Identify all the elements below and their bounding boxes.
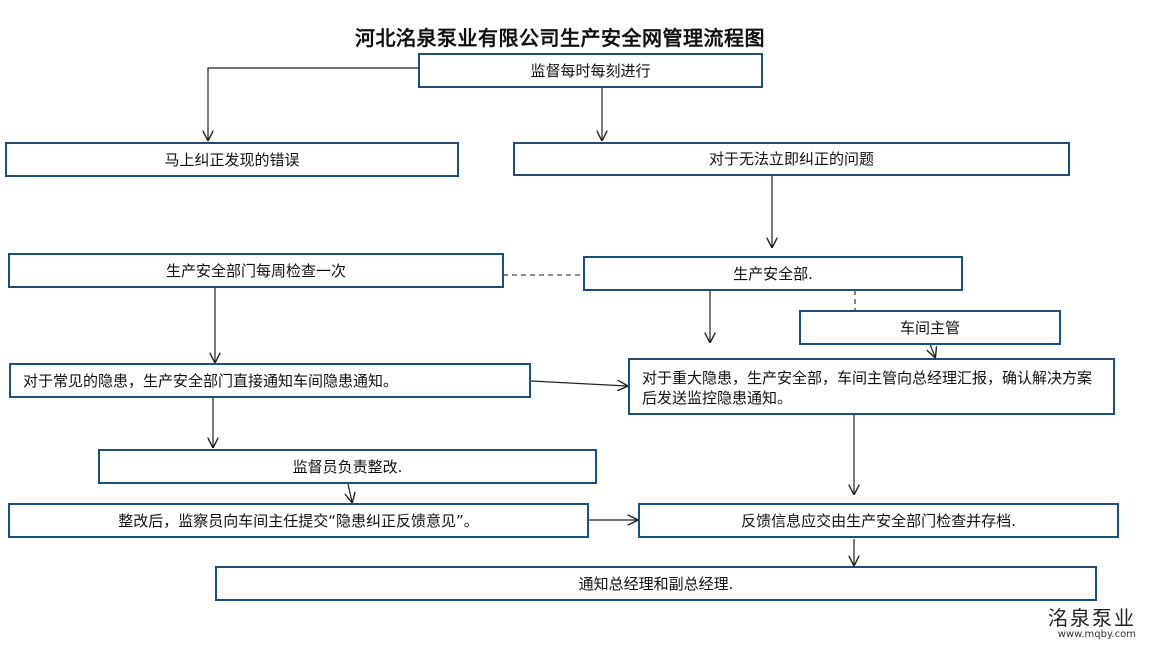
arrow-supervise-to-correct <box>208 67 418 140</box>
node-major-hazard: 对于重大隐患，生产安全部，车间主管向总经理汇报，确认解决方案后发送监控隐患通知。 <box>628 358 1115 415</box>
node-cannot-correct: 对于无法立即纠正的问题 <box>513 142 1070 176</box>
brand-name: 洺泉泵业 <box>1048 606 1136 630</box>
node-correct-now: 马上纠正发现的错误 <box>5 142 459 177</box>
node-notify: 通知总经理和副总经理. <box>215 566 1097 601</box>
brand-watermark: 洺泉泵业 www.mqby.com <box>1048 602 1136 640</box>
node-safety-dept: 生产安全部. <box>583 256 963 291</box>
node-feedback: 反馈信息应交由生产安全部门检查并存档. <box>638 503 1119 538</box>
node-supervise: 监督每时每刻进行 <box>418 53 763 88</box>
node-inspector-fix: 监督员负责整改. <box>98 449 597 484</box>
arrow-common-to-major <box>530 381 627 386</box>
node-after-fix: 整改后，监察员向车间主任提交“隐患纠正反馈意见”。 <box>8 503 589 538</box>
node-weekly-check: 生产安全部门每周检查一次 <box>8 253 504 288</box>
diagram-title: 河北洺泉泵业有限公司生产安全网管理流程图 <box>355 26 765 50</box>
arrow-inspector-to-afterfix <box>348 483 352 502</box>
brand-url: www.mqby.com <box>1057 629 1136 640</box>
node-common-hazard: 对于常见的隐患，生产安全部门直接通知车间隐患通知。 <box>9 363 531 398</box>
arrow-head-to-major <box>930 343 935 357</box>
node-workshop-head: 车间主管 <box>799 310 1061 345</box>
